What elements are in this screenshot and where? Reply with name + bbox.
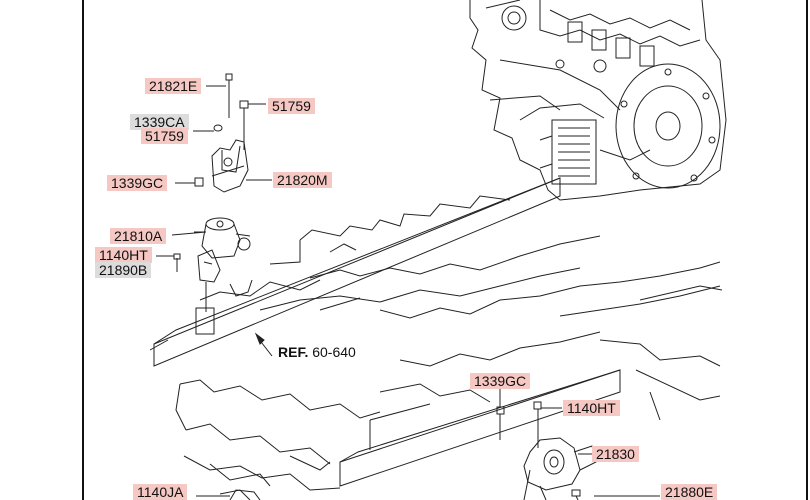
engine-transmission-assembly — [469, 0, 727, 201]
callout-51759-washer[interactable]: 51759 — [141, 128, 188, 144]
reference-number: 60-640 — [312, 344, 356, 360]
engine-mount-lower-parts — [229, 401, 597, 500]
callout-21821e[interactable]: 21821E — [145, 78, 202, 94]
reference-prefix: REF. — [278, 344, 309, 360]
callout-1339ca[interactable]: 1339CA — [130, 114, 189, 130]
reference-label[interactable]: REF. 60-640 — [278, 344, 356, 360]
callout-1339gc-lower[interactable]: 1339GC — [470, 373, 531, 389]
reference-arrow — [254, 332, 273, 357]
left-frame-border — [82, 0, 84, 500]
callout-1140ht-left[interactable]: 1140HT — [95, 247, 152, 263]
callout-1140ht-right[interactable]: 1140HT — [563, 400, 620, 416]
callout-51759-nut[interactable]: 51759 — [268, 98, 315, 114]
callout-1140ja[interactable]: 1140JA — [133, 484, 188, 500]
callout-21810a[interactable]: 21810A — [110, 228, 167, 244]
right-frame-border — [806, 0, 808, 500]
subframe-member — [149, 177, 723, 367]
engine-mount-upper-parts — [173, 73, 251, 312]
leader-lines — [156, 85, 660, 497]
callout-21830[interactable]: 21830 — [592, 446, 639, 462]
callout-21820m[interactable]: 21820M — [273, 172, 332, 188]
callout-21880e[interactable]: 21880E — [661, 484, 718, 500]
callout-21890b[interactable]: 21890B — [95, 262, 152, 278]
lower-crossmember — [175, 285, 721, 500]
callout-1339gc-upper[interactable]: 1339GC — [107, 175, 168, 191]
